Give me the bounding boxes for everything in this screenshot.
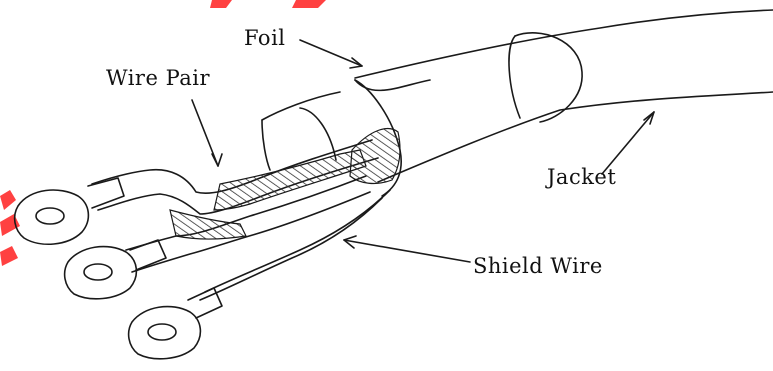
foil-hatch-upper [214,150,366,210]
terminal-lug-2 [65,240,166,299]
terminal-lug-1 [15,178,124,244]
label-wire-pair: Wire Pair [106,66,210,90]
foil-hatch-lower [170,210,246,239]
leader-foil [300,40,362,68]
jacket-outline [355,10,773,78]
label-jacket: Jacket [547,165,616,189]
terminal-lug-3 [129,288,222,359]
leader-wirepair [192,100,222,166]
foil-hatch-shield [350,129,400,184]
label-shield-wire: Shield Wire [473,254,603,278]
leader-shield [344,236,470,262]
label-foil: Foil [244,26,286,50]
